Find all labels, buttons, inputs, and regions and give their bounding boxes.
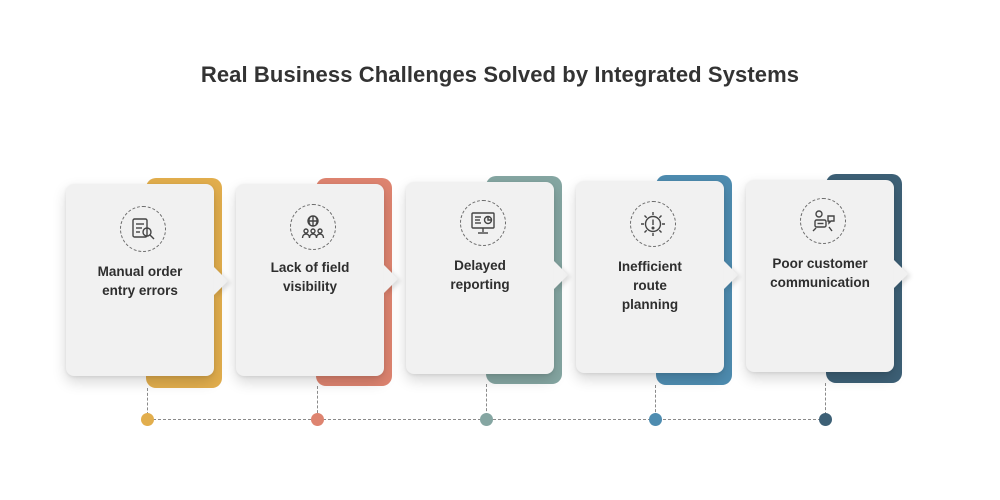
- timeline-dot-2: [311, 413, 324, 426]
- card-arrow-3: [554, 261, 568, 289]
- card-label-5: Poor customer communication: [746, 254, 894, 292]
- card-label-1: Manual order entry errors: [66, 262, 214, 300]
- gear-alert-icon: [630, 201, 676, 247]
- challenge-card-field-visibility: Lack of field visibility: [236, 178, 406, 388]
- timeline-drop-2: [317, 386, 318, 418]
- timeline-dot-1: [141, 413, 154, 426]
- timeline-drop-3: [486, 384, 487, 416]
- timeline-dot-4: [649, 413, 662, 426]
- card-label-1-line-2: entry errors: [102, 283, 178, 298]
- card-arrow-4: [724, 261, 738, 289]
- card-label-4-line-3: planning: [621, 297, 679, 312]
- timeline-dot-3: [480, 413, 493, 426]
- card-label-5-line-1: Poor customer: [772, 256, 868, 271]
- challenge-card-manual-order-entry: Manual order entry errors: [66, 178, 236, 388]
- team-globe-icon: [290, 204, 336, 250]
- card-label-4: Inefficient route planning: [576, 257, 724, 314]
- page-title: Real Business Challenges Solved by Integ…: [200, 62, 800, 87]
- card-label-2: Lack of field visibility: [236, 258, 384, 296]
- card-label-4-line-2: route: [633, 278, 667, 293]
- challenge-card-customer-communication: Poor customer communication: [746, 174, 916, 384]
- card-label-4-line-1: Inefficient: [618, 259, 682, 274]
- card-label-5-line-2: communication: [770, 275, 870, 290]
- timeline-drop-4: [655, 385, 656, 417]
- card-label-3: Delayed reporting: [406, 256, 554, 294]
- document-search-icon: [120, 206, 166, 252]
- card-label-2-line-1: Lack of field: [270, 260, 350, 275]
- card-label-3-line-2: reporting: [450, 277, 510, 292]
- card-label-3-line-1: Delayed: [454, 258, 506, 273]
- challenge-card-route-planning: Inefficient route planning: [576, 175, 746, 385]
- card-arrow-2: [384, 265, 398, 293]
- timeline-drop-5: [825, 383, 826, 415]
- challenge-card-delayed-reporting: Delayed reporting: [406, 176, 576, 386]
- card-arrow-1: [214, 267, 228, 295]
- card-label-2-line-2: visibility: [282, 279, 338, 294]
- chat-support-icon: [800, 198, 846, 244]
- timeline-drop-1: [147, 388, 148, 420]
- timeline-dot-5: [819, 413, 832, 426]
- card-arrow-5: [894, 260, 908, 288]
- presentation-chart-icon: [460, 200, 506, 246]
- card-label-1-line-1: Manual order: [97, 264, 183, 279]
